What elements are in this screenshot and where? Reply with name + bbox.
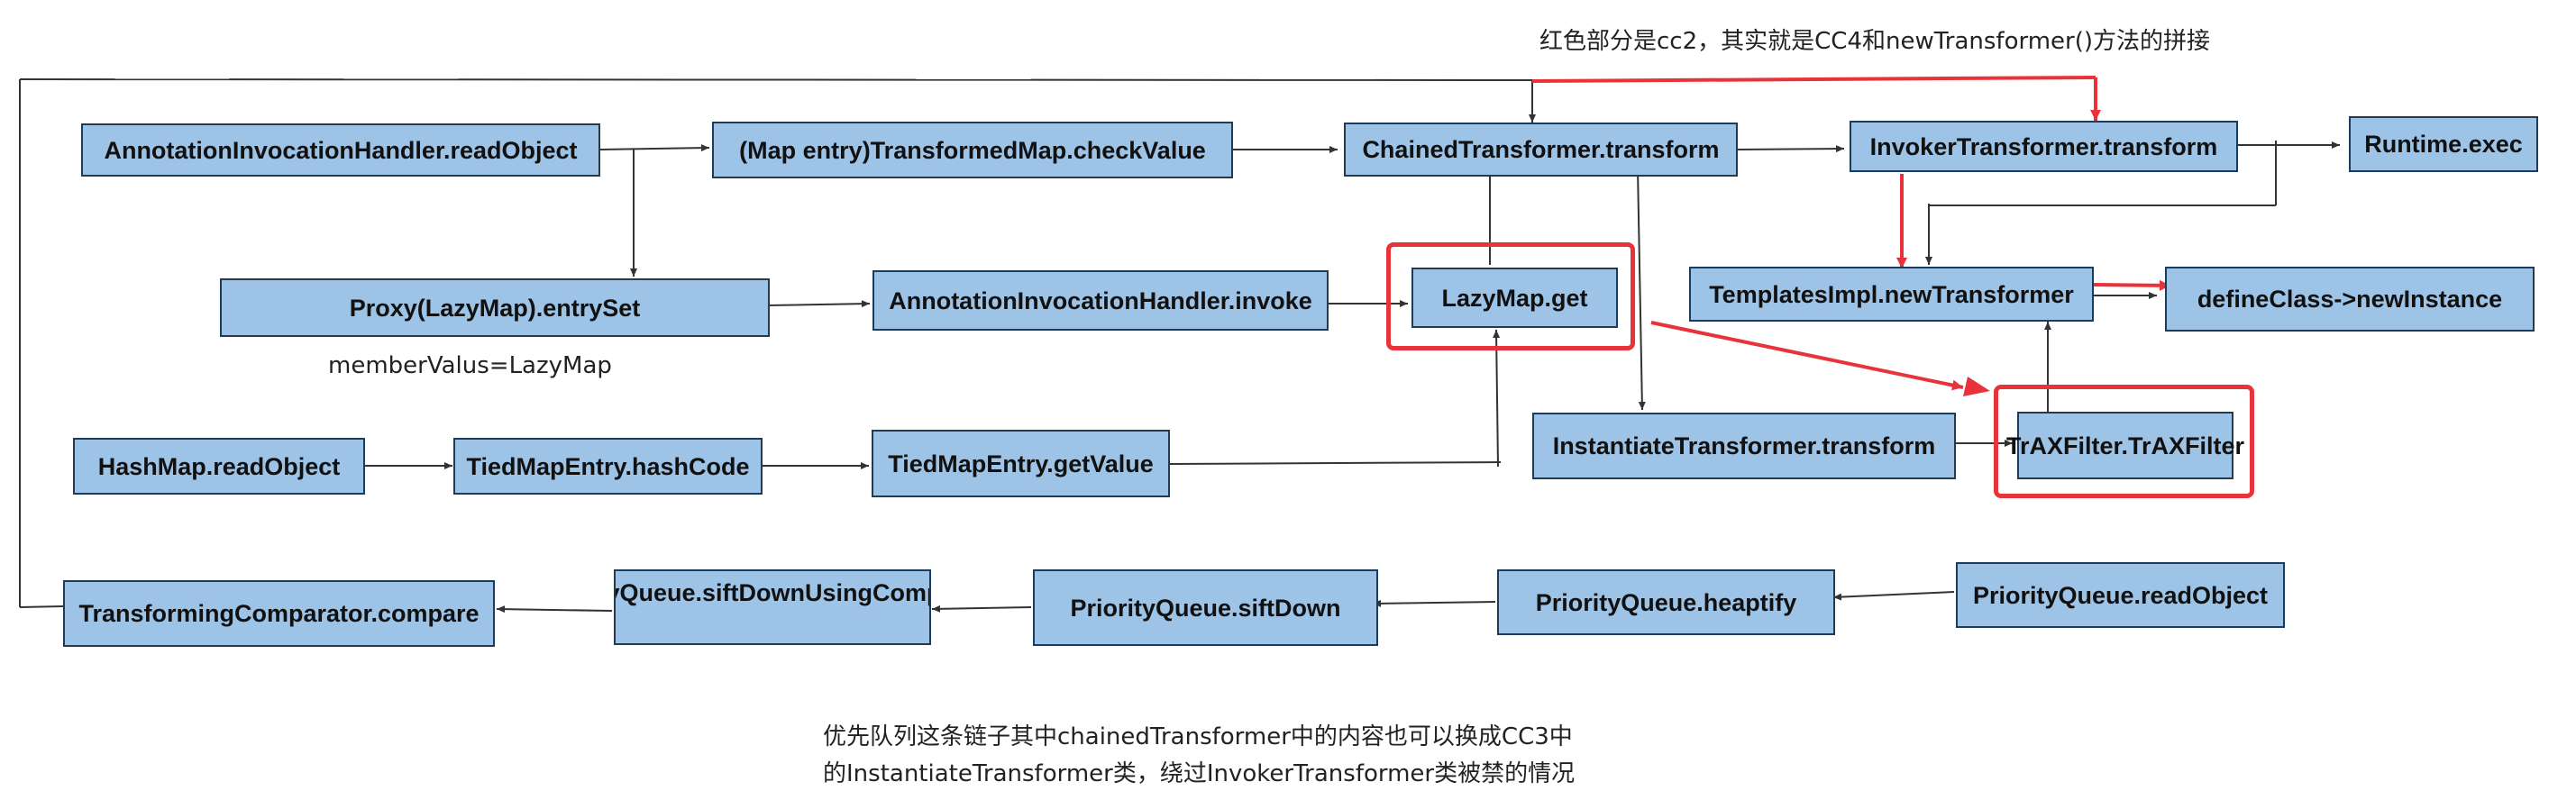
node-tiedmapentry-getvalue: TiedMapEntry.getValue: [872, 430, 1170, 497]
edge-siftdownusing-to-compare: [496, 605, 613, 614]
edge-heapify-to-siftdown: [1372, 599, 1496, 607]
red-edge-templates-to-defineclass: [2093, 279, 2171, 291]
edge-getvalue-up-to-lazymap: [1493, 329, 1501, 468]
node-instantiate-transform: InstantiateTransformer.transform: [1532, 413, 1956, 479]
edge-siftdown-to-siftdownusing: [931, 605, 1032, 613]
node-invoker-transform: InvokerTransformer.transform: [1850, 121, 2238, 172]
highlight-traxfilter: [1994, 385, 2254, 498]
node-lazymap-get: LazyMap.get: [1411, 268, 1618, 328]
edge-readobject-pq-to-heapify: [1832, 591, 1955, 601]
bottom-note-line-1: 优先队列这条链子其中chainedTransformer中的内容也可以换成CC3…: [823, 723, 1573, 750]
node-chained-transform: ChainedTransformer.transform: [1344, 123, 1738, 177]
highlight-lazymap: [1386, 242, 1635, 350]
edge-compare-loop-left: [19, 605, 64, 608]
node-pq-siftdownusingcomparator: PriorityQueue.siftDownUsingComparator: [614, 569, 931, 645]
node-traxfilter: TrAXFilter.TrAXFilter: [2006, 412, 2244, 479]
edge-proxy-to-invoke: [766, 300, 871, 308]
edge-getvalue-to-lazymap: [1169, 461, 1502, 465]
member-values-note: memberValus=LazyMap: [328, 352, 612, 379]
node-transformedmap-checkvalue: (Map entry)TransformedMap.checkValue: [712, 122, 1233, 178]
node-pq-heapify: PriorityQueue.heaptify: [1497, 569, 1835, 635]
edge-compare-loop-right: [19, 78, 1533, 81]
node-defineclass-newinstance: defineClass->newInstance: [2165, 267, 2535, 332]
node-pq-siftdown: PriorityQueue.siftDown: [1033, 569, 1378, 646]
node-annotation-invoke: AnnotationInvocationHandler.invoke: [872, 270, 1329, 331]
red-edge-chained-top: [1531, 76, 2096, 83]
top-note: 红色部分是cc2，其实就是CC4和newTransformer()方法的拼接: [1539, 28, 2211, 55]
edge-readobject-to-checkvalue: [599, 144, 710, 152]
node-runtime-exec: Runtime.exec: [2349, 116, 2538, 172]
node-pq-readobject: PriorityQueue.readObject: [1956, 562, 2285, 628]
node-proxy-entryset: Proxy(LazyMap).entrySet: [220, 278, 770, 337]
node-hashmap-readobject: HashMap.readObject: [73, 438, 365, 495]
node-transforming-compare: TransformingComparator.compare: [63, 580, 495, 647]
edge-chained-down-to-instantiate: [1637, 168, 1646, 411]
bottom-note-line-2: 的InstantiateTransformer类，绕过InvokerTransf…: [823, 760, 1576, 787]
node-templatesimpl-newtransformer: TemplatesImpl.newTransformer: [1689, 267, 2094, 322]
red-edge-lazymap-to-traxfilter: [1650, 321, 1964, 391]
edge-chained-to-invoker: [1737, 145, 1845, 153]
node-tiedmapentry-hashcode: TiedMapEntry.hashCode: [453, 438, 763, 495]
red-arrowhead-big: [1963, 377, 1990, 396]
node-annotation-readobject: AnnotationInvocationHandler.readObject: [81, 123, 600, 177]
